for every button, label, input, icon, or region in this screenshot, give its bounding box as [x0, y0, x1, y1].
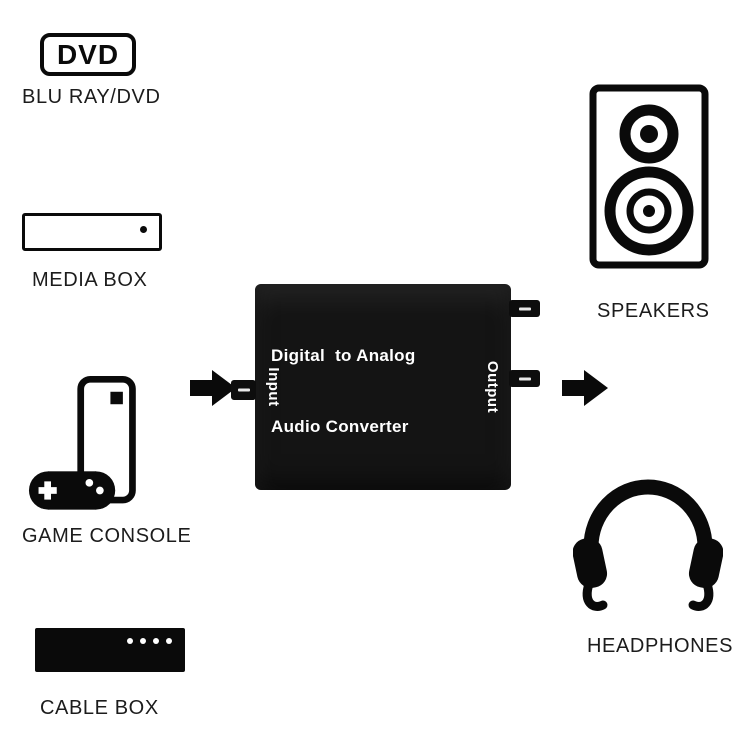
- media-box-label: MEDIA BOX: [32, 269, 148, 291]
- arrow-right-input-icon: [190, 370, 236, 406]
- audio-converter-box: Digital to Analog Audio Converter Input …: [231, 284, 540, 490]
- bluray-dvd-label: BLU RAY/DVD: [22, 86, 161, 108]
- converter-output-label: Output: [484, 360, 501, 414]
- converter-title-line1: Digital to Analog: [271, 345, 416, 365]
- cable-box-label: CABLE BOX: [40, 697, 159, 719]
- speakers-icon: [589, 84, 709, 269]
- cable-box-icon: [35, 628, 185, 672]
- output-connector-bottom-icon: [509, 370, 540, 387]
- gamepad-icon: [28, 471, 116, 510]
- headphones-icon: [573, 479, 723, 611]
- converter-title-line2: Audio Converter: [271, 416, 409, 436]
- output-connector-top-icon: [509, 300, 540, 317]
- converter-title: Digital to Analog Audio Converter: [271, 296, 416, 486]
- dvd-player-icon: DVD: [40, 33, 136, 76]
- dvd-badge-text: DVD: [56, 38, 120, 70]
- input-connector-icon: [231, 380, 256, 400]
- media-box-led-icon: [140, 226, 147, 233]
- game-console-label: GAME CONSOLE: [22, 525, 192, 547]
- converter-input-label: Input: [265, 367, 282, 407]
- speakers-label: SPEAKERS: [597, 300, 710, 322]
- media-box-icon: [22, 213, 162, 251]
- cable-box-leds-icon: [127, 638, 172, 644]
- arrow-right-output-icon: [562, 370, 608, 406]
- headphones-label: HEADPHONES: [587, 635, 734, 657]
- game-console-icon: [28, 375, 136, 510]
